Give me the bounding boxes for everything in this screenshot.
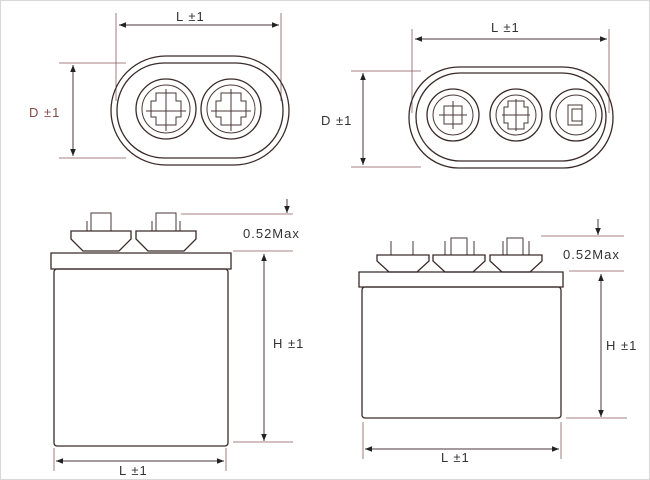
oval-outer-outline [110,55,290,166]
length-label: L ±1 [441,450,470,465]
terminal-top [489,88,543,142]
length-label: L ±1 [119,463,148,478]
diameter-label: D ±1 [321,113,352,128]
height-label: H ±1 [273,336,304,351]
terminal-top [200,78,262,140]
terminal-side [135,212,197,252]
oval-outer-outline [408,66,614,169]
can-body [53,268,229,447]
terminal-height-label: 0.52Max [243,226,300,241]
terminal-top [549,88,603,142]
top-right-view: L ±1 D ±1 [321,20,614,169]
height-label: H ±1 [606,338,637,353]
terminal-side [432,237,486,273]
terminal-top [135,78,197,140]
top-left-view: L ±1 D ±1 [29,9,290,166]
oval-inner-outline [415,72,607,162]
terminal-side [489,237,543,273]
length-label: L ±1 [491,20,520,35]
terminal-side [376,241,430,273]
side-right-view: 0.52Max H ±1 L ±1 [358,219,637,465]
diameter-label: D ±1 [29,105,60,120]
terminal-top [426,88,480,142]
side-left-view: 0.52Max H ±1 L ±1 [50,199,304,478]
can-body [361,286,562,419]
oval-inner-outline [116,62,284,159]
can-rim [50,252,232,270]
terminal-side [70,212,132,252]
can-rim [358,271,564,288]
length-label: L ±1 [176,9,205,24]
terminal-height-label: 0.52Max [563,247,620,262]
